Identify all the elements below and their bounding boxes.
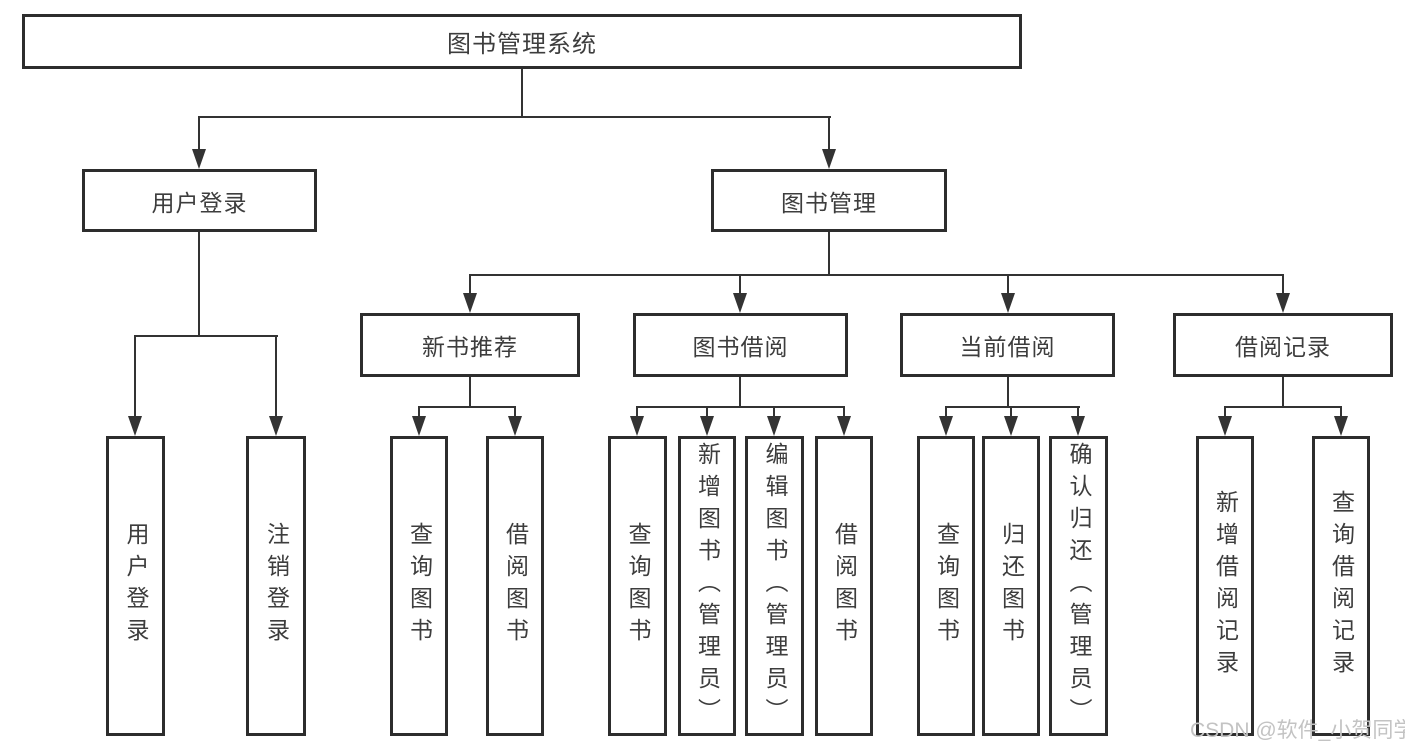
connector-drop: [1282, 274, 1284, 296]
connector-drop: [418, 406, 420, 420]
arrow-down-icon: [630, 416, 644, 436]
connector-drop: [198, 116, 200, 152]
arrow-down-icon: [1001, 293, 1015, 313]
node-current-borrow: 当前借阅: [900, 313, 1115, 377]
arrow-down-icon: [1276, 293, 1290, 313]
connector-drop: [1007, 274, 1009, 296]
node-new-book-recommend: 新书推荐: [360, 313, 580, 377]
node-leaf-logout: 注销登录: [246, 436, 306, 736]
node-library-management-system: 图书管理系统: [22, 14, 1022, 69]
connector-stem: [469, 377, 471, 408]
csdn-watermark: CSDN @软件_小贺同学: [1190, 719, 1405, 742]
connector-drop: [1010, 406, 1012, 420]
node-borrow-records: 借阅记录: [1173, 313, 1393, 377]
node-leaf-add-book-admin: 新增图书（管理员）: [678, 436, 736, 736]
node-user-login-group: 用户登录: [82, 169, 317, 232]
connector-bus: [636, 406, 845, 408]
node-leaf-borrow-books-1: 借阅图书: [486, 436, 544, 736]
connector-drop: [843, 406, 845, 420]
arrow-down-icon: [733, 293, 747, 313]
arrow-down-icon: [1004, 416, 1018, 436]
connector-drop: [469, 274, 471, 296]
connector-stem: [739, 377, 741, 408]
connector-drop: [773, 406, 775, 420]
node-leaf-query-books-3: 查询图书: [917, 436, 975, 736]
arrow-down-icon: [269, 416, 283, 436]
connector-drop: [636, 406, 638, 420]
node-leaf-query-books-2: 查询图书: [608, 436, 667, 736]
arrow-down-icon: [837, 416, 851, 436]
arrow-down-icon: [128, 416, 142, 436]
connector-drop: [1224, 406, 1226, 420]
arrow-down-icon: [1071, 416, 1085, 436]
arrow-down-icon: [508, 416, 522, 436]
connector-book-mgmt-stem: [828, 232, 830, 276]
node-leaf-add-borrow-record: 新增借阅记录: [1196, 436, 1254, 736]
connector-level3-bus: [469, 274, 1284, 276]
node-book-borrow: 图书借阅: [633, 313, 848, 377]
connector-user-login-bus: [134, 335, 278, 337]
node-leaf-user-login: 用户登录: [106, 436, 165, 736]
node-book-management: 图书管理: [711, 169, 947, 232]
arrow-down-icon: [767, 416, 781, 436]
connector-root-stem: [521, 69, 523, 117]
arrow-down-icon: [939, 416, 953, 436]
connector-drop: [134, 335, 136, 420]
connector-drop: [514, 406, 516, 420]
connector-user-login-stem: [198, 232, 200, 337]
arrow-down-icon: [412, 416, 426, 436]
arrow-down-icon: [700, 416, 714, 436]
connector-drop: [275, 335, 277, 420]
connector-bus: [1224, 406, 1342, 408]
node-leaf-confirm-return-admin: 确认归还（管理员）: [1049, 436, 1108, 736]
node-leaf-borrow-books-2: 借阅图书: [815, 436, 873, 736]
connector-drop: [1340, 406, 1342, 420]
connector-bus: [945, 406, 1080, 408]
connector-drop: [739, 274, 741, 296]
arrow-down-icon: [1218, 416, 1232, 436]
arrow-down-icon: [822, 149, 836, 169]
connector-drop: [828, 116, 830, 152]
connector-drop: [706, 406, 708, 420]
connector-level2-bus: [198, 116, 831, 118]
arrow-down-icon: [1334, 416, 1348, 436]
node-leaf-query-borrow-record: 查询借阅记录: [1312, 436, 1370, 736]
connector-drop: [1077, 406, 1079, 420]
node-leaf-edit-book-admin: 编辑图书（管理员）: [745, 436, 804, 736]
arrow-down-icon: [192, 149, 206, 169]
arrow-down-icon: [463, 293, 477, 313]
connector-stem: [1007, 377, 1009, 408]
connector-bus: [418, 406, 516, 408]
connector-drop: [945, 406, 947, 420]
node-leaf-query-books-1: 查询图书: [390, 436, 448, 736]
node-leaf-return-book: 归还图书: [982, 436, 1040, 736]
connector-stem: [1282, 377, 1284, 408]
